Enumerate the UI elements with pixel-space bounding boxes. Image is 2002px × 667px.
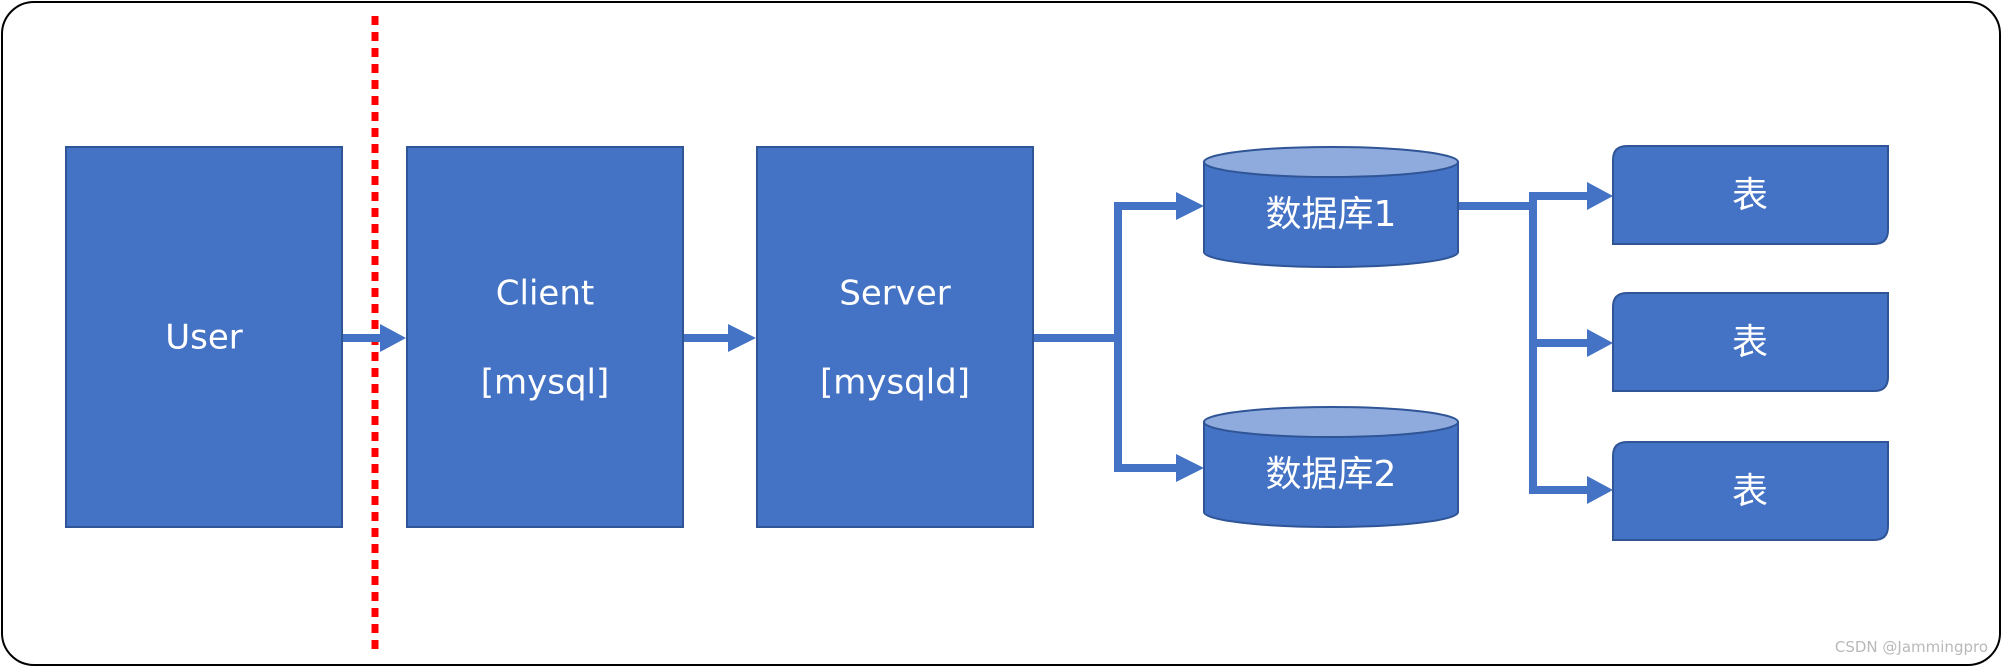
connectors [342, 182, 1613, 504]
edge-table1-arrowhead [1587, 182, 1613, 210]
client-sublabel: [mysql] [481, 363, 610, 403]
edge-table2-line [1529, 339, 1591, 347]
edge-user-client-line [342, 334, 382, 342]
server-label: Server [839, 274, 951, 314]
table-3-node: 表 [1612, 441, 1889, 541]
table-1-node: 表 [1612, 145, 1889, 245]
server-sublabel: [mysqld] [820, 363, 970, 403]
edge-db1-line [1114, 202, 1186, 210]
table-3-box [1612, 441, 1889, 541]
client-label: Client [496, 274, 594, 314]
database-2-body [1203, 421, 1459, 528]
server-box [756, 146, 1034, 528]
edge-table2-arrowhead [1587, 329, 1613, 357]
user-label: User [165, 318, 243, 358]
client-box [406, 146, 684, 528]
edge-table3-arrowhead [1587, 476, 1613, 504]
edge-server-trunk [1033, 334, 1121, 342]
database-1-label: 数据库1 [1266, 194, 1397, 235]
user-node: User [65, 146, 343, 528]
watermark-text: CSDN @Jammingpro [1835, 638, 1988, 656]
database-1-body [1203, 161, 1459, 268]
edge-db2-arrowhead [1176, 454, 1204, 482]
edge-table1-line [1529, 192, 1591, 200]
table-1-label: 表 [1732, 175, 1768, 216]
edge-db2-line [1114, 464, 1186, 472]
edge-db1-arrowhead [1176, 192, 1204, 220]
database-1-top [1203, 146, 1459, 178]
database-1-node: 数据库1 [1203, 146, 1459, 268]
edge-table3-line [1529, 486, 1591, 494]
edge-db1-table-trunk [1457, 202, 1536, 210]
table-3-label: 表 [1732, 471, 1768, 512]
database-2-label: 数据库2 [1266, 454, 1397, 495]
edge-client-server-line [684, 334, 730, 342]
database-2-node: 数据库2 [1203, 406, 1459, 528]
server-node: Server [mysqld] [756, 146, 1034, 528]
table-2-label: 表 [1732, 322, 1768, 363]
table-1-box [1612, 145, 1889, 245]
client-node: Client [mysql] [406, 146, 684, 528]
edge-client-server-arrowhead [728, 324, 756, 352]
edge-user-client-arrowhead [380, 324, 406, 352]
database-2-top [1203, 406, 1459, 438]
table-2-node: 表 [1612, 292, 1889, 392]
table-2-box [1612, 292, 1889, 392]
edge-db-trunk [1114, 202, 1122, 472]
user-box [65, 146, 343, 528]
